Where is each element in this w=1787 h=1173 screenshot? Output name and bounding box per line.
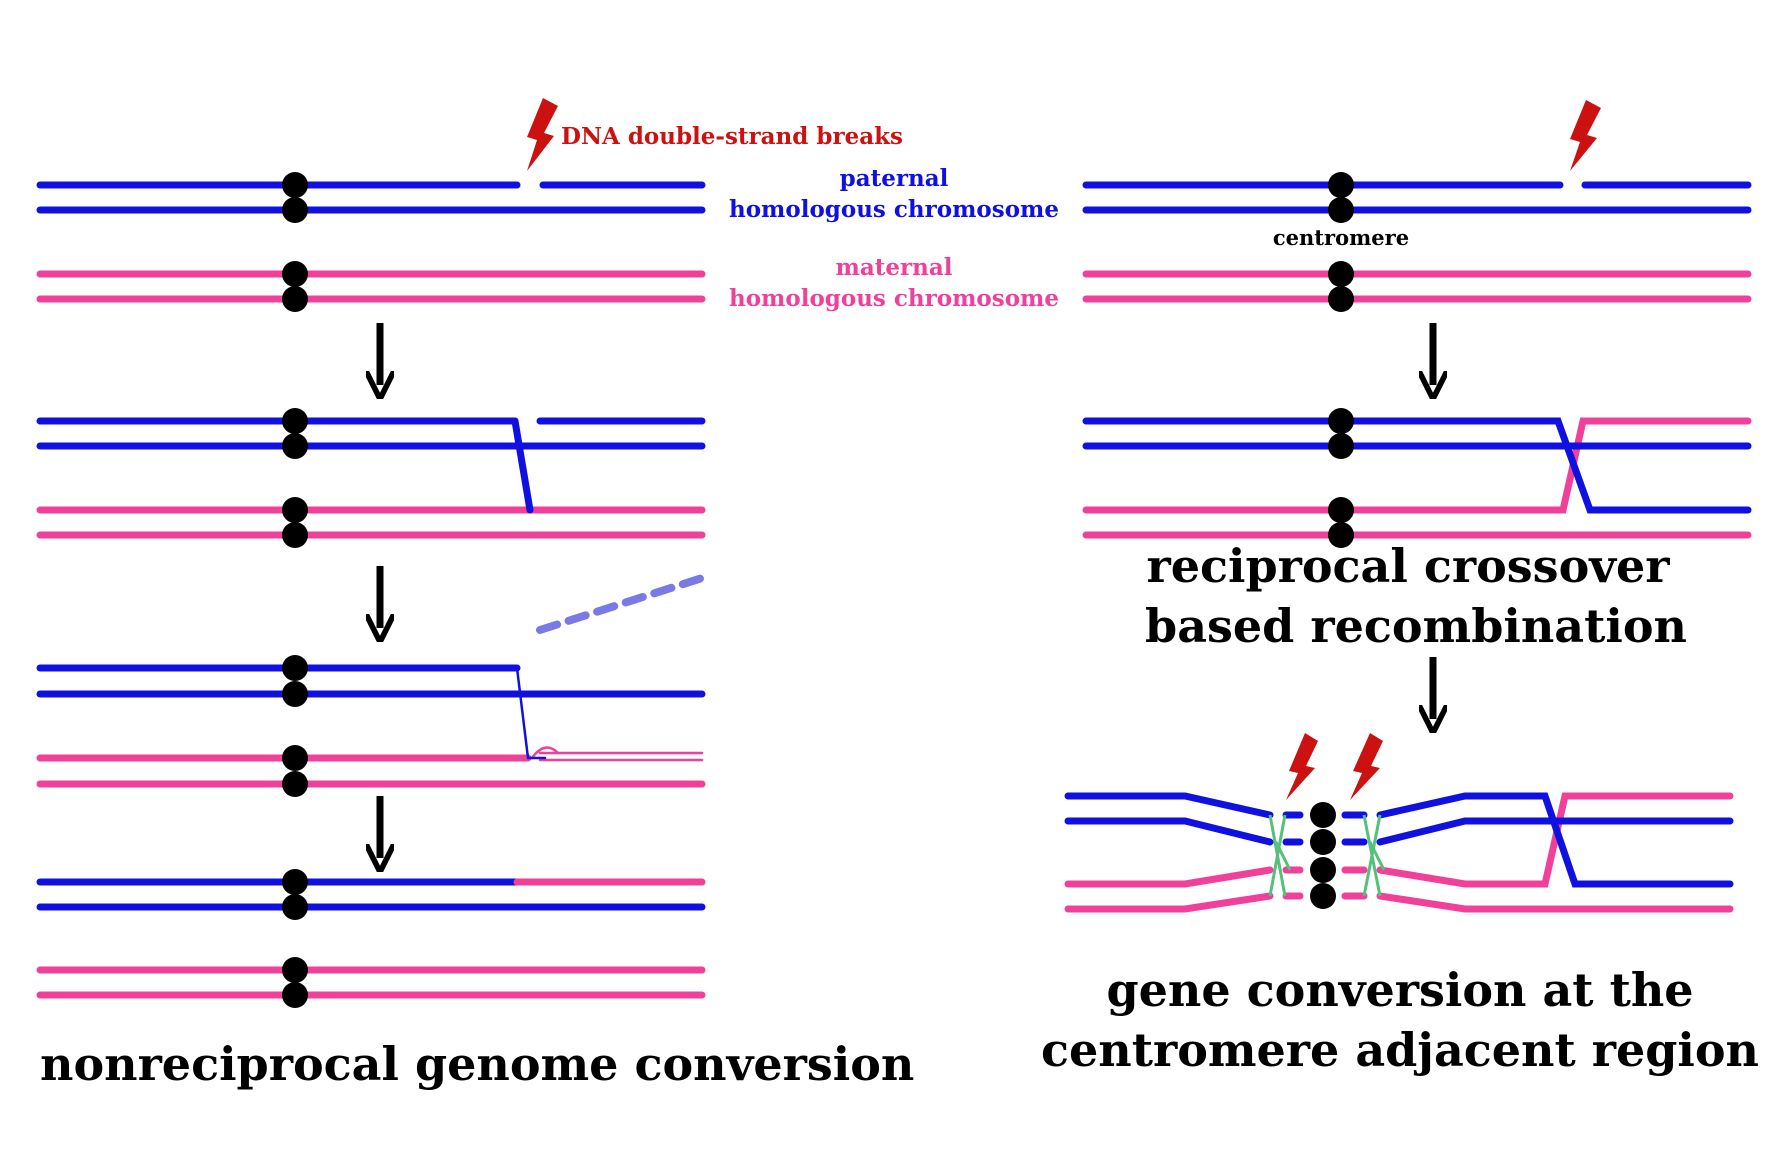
lightning-icon	[527, 98, 558, 171]
centromere-label: centromere	[1273, 225, 1409, 250]
holliday-junctions	[1268, 814, 1386, 897]
maternal-chromosome-label: homologous chromosome	[729, 285, 1059, 312]
paternal-chromatids	[1064, 792, 1734, 888]
paternal-chromatids	[36, 181, 706, 214]
centromere	[1328, 408, 1354, 548]
maternal-chromatids	[36, 746, 706, 788]
centromere	[1328, 172, 1354, 312]
paternal-chromatids	[36, 417, 706, 514]
title-gene-conversion-2: centromere adjacent region	[1041, 1023, 1759, 1077]
title-reciprocal-2: based recombination	[1145, 599, 1687, 653]
maternal-chromatids	[1082, 270, 1752, 303]
released-dna-fragment	[536, 574, 706, 634]
left-stage-1	[36, 98, 706, 312]
maternal-label: maternal	[836, 254, 953, 281]
title-nonreciprocal: nonreciprocal genome conversion	[40, 1037, 914, 1091]
maternal-chromatids	[36, 966, 706, 999]
right-stage-3	[1064, 733, 1734, 913]
paternal-chromatids	[36, 664, 706, 760]
lightning-icon	[1570, 100, 1601, 171]
left-stage-2	[36, 408, 706, 548]
maternal-chromatids	[36, 270, 706, 303]
title-reciprocal-1: reciprocal crossover	[1146, 539, 1670, 593]
maternal-chromatids	[1082, 417, 1752, 539]
lightning-icon	[1286, 733, 1318, 800]
paternal-label: paternal	[840, 165, 949, 192]
centromere	[282, 655, 308, 797]
centromere	[282, 408, 308, 548]
paternal-chromatids	[1082, 417, 1752, 514]
centromere	[1310, 802, 1336, 909]
right-stage-2	[1082, 408, 1752, 548]
centromere	[282, 869, 308, 1008]
title-gene-conversion-1: gene conversion at the	[1106, 963, 1693, 1017]
left-stage-3	[36, 574, 706, 797]
paternal-chromatids	[1082, 181, 1752, 214]
maternal-chromatids	[1064, 792, 1734, 913]
lightning-icon	[1350, 733, 1383, 800]
centromere	[282, 172, 308, 312]
maternal-chromatids	[36, 506, 706, 539]
left-stage-4	[36, 869, 706, 1008]
dsb-label: DNA double-strand breaks	[561, 123, 903, 150]
paternal-chromosome-label: homologous chromosome	[729, 196, 1059, 223]
right-stage-1	[1082, 100, 1752, 312]
